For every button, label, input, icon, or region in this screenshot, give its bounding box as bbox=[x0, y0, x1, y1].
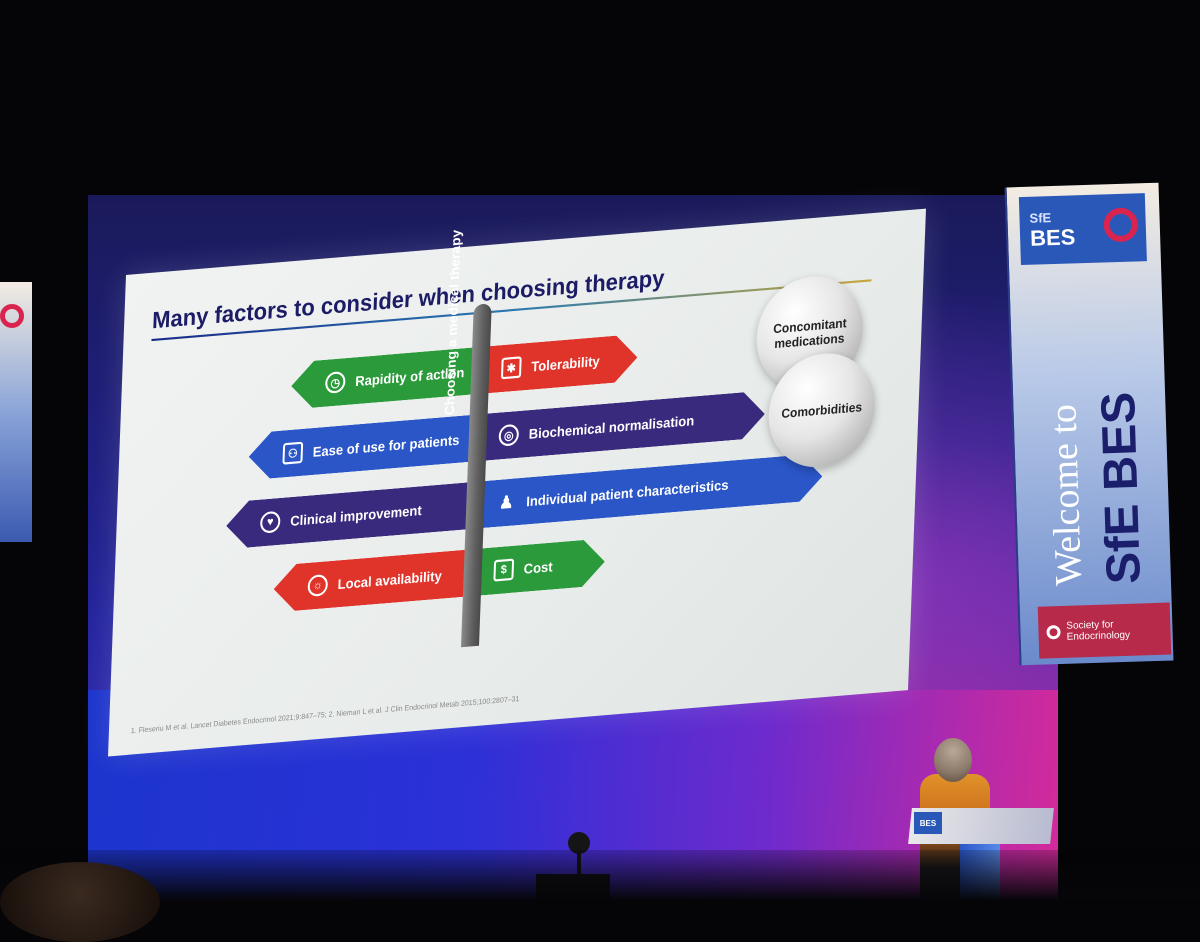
society-logo: Society for Endocrinology bbox=[1037, 602, 1172, 659]
heartbeat-icon: ♥ bbox=[260, 511, 281, 534]
arrow-individual-patient-characteristics: ♟ Individual patient characteristics bbox=[481, 453, 823, 528]
left-banner bbox=[0, 282, 32, 542]
arrow-label: Biochemical normalisation bbox=[528, 411, 695, 442]
podium-logo: BES bbox=[914, 812, 942, 834]
projection-screen: Many factors to consider when choosing t… bbox=[88, 205, 926, 757]
welcome-banner: SfE BES Welcome to SfE BES Society for E… bbox=[1004, 182, 1174, 666]
arrow-label: Cost bbox=[523, 557, 553, 577]
arrow-cost: $ Cost bbox=[479, 538, 606, 595]
society-ring-icon bbox=[1046, 625, 1061, 640]
sfe-ring-icon bbox=[0, 304, 24, 328]
speaker-head bbox=[934, 738, 972, 782]
arrow-biochemical-normalisation: ◎ Biochemical normalisation bbox=[484, 390, 766, 460]
stage-floor bbox=[0, 850, 1200, 900]
arrow-clinical-improvement: ♥ Clinical improvement bbox=[225, 482, 472, 549]
person-icon: ♟ bbox=[498, 493, 514, 513]
audience-head bbox=[0, 862, 160, 942]
clock-icon: ◷ bbox=[325, 371, 346, 394]
society-line-2: Endocrinology bbox=[1066, 629, 1131, 643]
arrow-tolerability: ✱ Tolerability bbox=[486, 334, 638, 394]
arrow-local-availability: ☼ Local availability bbox=[273, 549, 470, 612]
money-icon: $ bbox=[493, 559, 514, 582]
pill-bottle-icon: ⚇ bbox=[282, 442, 303, 465]
arrow-label: Tolerability bbox=[531, 352, 601, 375]
arrow-label: Clinical improvement bbox=[289, 501, 423, 529]
globe-icon: ☼ bbox=[307, 574, 328, 597]
slide: Many factors to consider when choosing t… bbox=[108, 208, 926, 757]
target-icon: ◎ bbox=[498, 424, 519, 447]
arrow-label: Individual patient characteristics bbox=[525, 476, 729, 510]
microphone-icon bbox=[568, 832, 590, 854]
first-aid-icon: ✱ bbox=[501, 356, 522, 379]
sfe-bes-logo: SfE BES bbox=[1018, 193, 1147, 266]
banner-event-text: SfE BES bbox=[1092, 391, 1152, 585]
arrow-label: Local availability bbox=[337, 567, 443, 592]
banner-welcome-text: Welcome to bbox=[1042, 403, 1091, 587]
